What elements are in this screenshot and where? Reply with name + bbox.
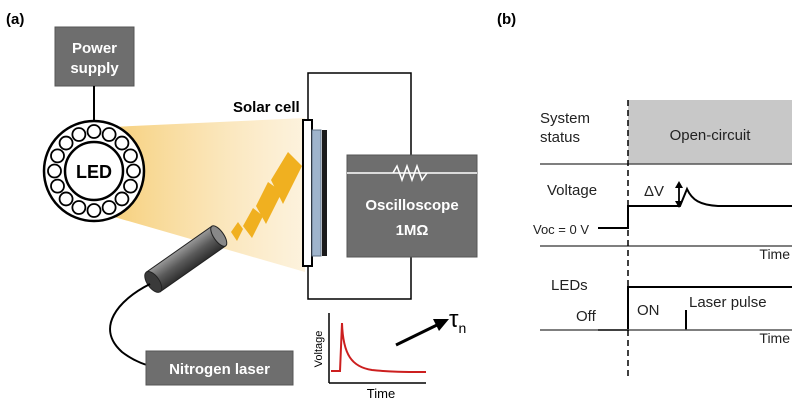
led-ring	[42, 119, 146, 223]
tau-arrow	[395, 323, 438, 347]
panel-a-label: (a)	[6, 11, 24, 28]
oscilloscope-label-line1: Oscilloscope	[365, 197, 458, 214]
led-bead	[50, 178, 65, 194]
led-bead	[50, 148, 65, 164]
led-bead	[101, 200, 117, 215]
led-bead	[114, 135, 130, 151]
led-label: LED	[76, 162, 112, 182]
panel-b: (b) Open-circuit System status Voltage V…	[497, 11, 792, 380]
led-bead	[126, 163, 141, 179]
laser-beam-segment	[256, 182, 282, 224]
voltage-decay-inset: Voltage Time	[313, 313, 427, 401]
laser-beam-segment	[271, 152, 302, 204]
circuit-wire-bottom	[307, 257, 412, 300]
panel-a: (a) Power supply LED Nitr	[6, 11, 478, 401]
led-bead	[86, 124, 102, 139]
nitrogen-laser-label: Nitrogen laser	[169, 361, 270, 378]
inset-y-label: Voltage	[313, 331, 325, 368]
led-bead	[71, 127, 87, 142]
voc-label: Voc = 0 V	[533, 222, 589, 237]
tau-n-label: τn	[449, 306, 466, 336]
laser-beam	[231, 152, 302, 241]
led-bead	[101, 127, 117, 142]
led-bead	[71, 200, 87, 215]
led-bead	[58, 191, 74, 207]
power-supply-label-line1: Power	[72, 40, 117, 57]
delta-v-label: ΔV	[644, 183, 664, 200]
led-bead	[86, 203, 102, 218]
solar-cell-label: Solar cell	[233, 99, 300, 116]
led-bead	[114, 191, 130, 207]
oscilloscope-label-line2: 1MΩ	[396, 222, 429, 239]
tau-arrow-head	[433, 319, 449, 331]
led-bead	[58, 135, 74, 151]
led-bead	[123, 178, 138, 194]
tau-symbol: τ	[449, 306, 459, 333]
led-bead	[123, 148, 138, 164]
leds-row-label: LEDs	[551, 277, 588, 294]
circuit-wire-top	[307, 72, 412, 155]
voltage-decay-curve	[331, 322, 427, 373]
laser-pulse-label: Laser pulse	[689, 294, 767, 311]
time-label-2: Time	[759, 330, 790, 346]
voltage-trace	[598, 186, 792, 229]
led-ring-inner	[63, 140, 125, 202]
delta-v-arrow-head-up	[675, 181, 683, 188]
delta-v-arrow-head-down	[675, 201, 683, 208]
oscilloscope-box	[346, 154, 478, 258]
solar-cell-back-contact	[322, 130, 327, 256]
open-circuit-label: Open-circuit	[670, 127, 752, 144]
nitrogen-laser-box	[145, 350, 294, 386]
on-label: ON	[637, 302, 660, 319]
inset-x-label: Time	[367, 386, 395, 401]
tau-subscript: n	[458, 320, 466, 336]
off-label: Off	[576, 308, 597, 325]
system-status-label-line2: status	[540, 129, 580, 146]
led-bead	[47, 163, 62, 179]
open-circuit-box	[628, 100, 792, 164]
laser-beam-segment	[243, 208, 263, 238]
time-label-1: Time	[759, 246, 790, 262]
laser-beam-segment	[231, 222, 243, 241]
power-supply-label-line2: supply	[70, 60, 119, 77]
system-status-label-line1: System	[540, 110, 590, 127]
resistor-icon	[392, 163, 428, 183]
solar-cell-front-layer	[302, 119, 313, 267]
solar-cell-absorber-layer	[311, 129, 322, 257]
panel-b-label: (b)	[497, 11, 516, 28]
voltage-row-label: Voltage	[547, 182, 597, 199]
